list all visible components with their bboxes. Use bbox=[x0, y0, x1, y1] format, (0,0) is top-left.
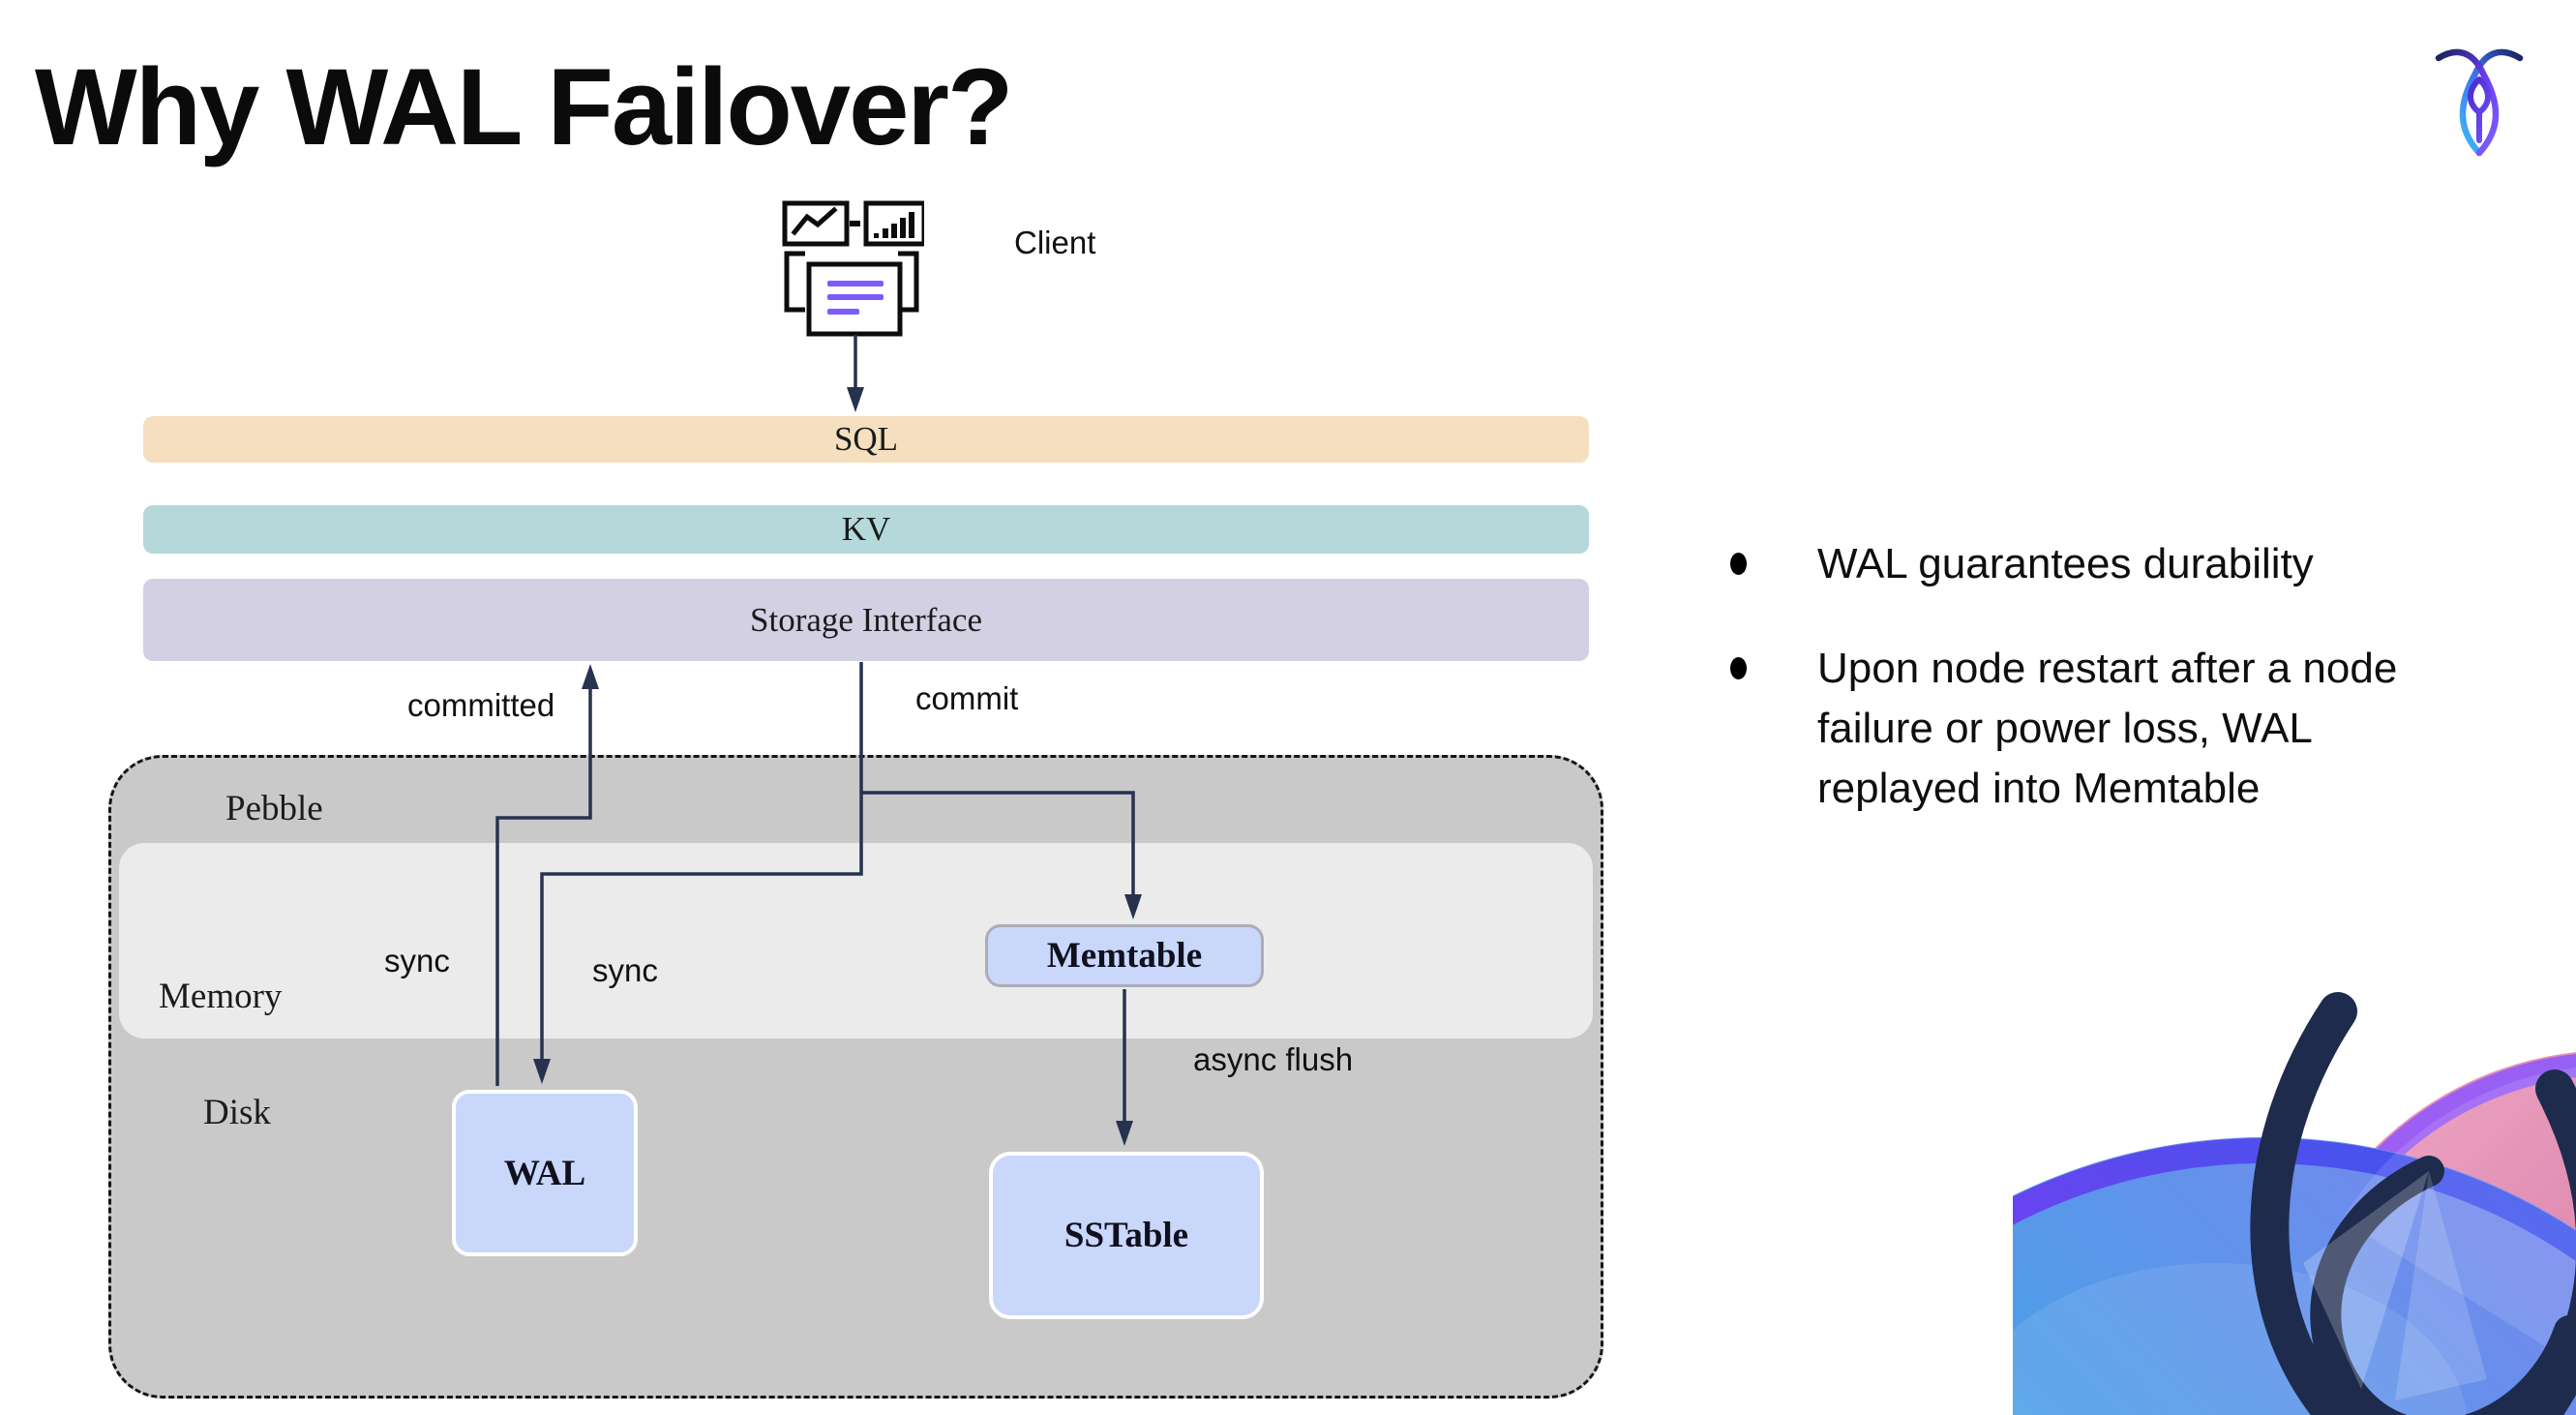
bullet-item: WAL guarantees durability bbox=[1705, 534, 2479, 594]
bar-chart-icon bbox=[863, 200, 924, 247]
layer-sql: SQL bbox=[143, 416, 1589, 463]
wal-label: WAL bbox=[503, 1153, 586, 1193]
document-icon bbox=[784, 251, 919, 337]
layer-storage-interface: Storage Interface bbox=[143, 579, 1589, 661]
client-label: Client bbox=[1014, 225, 1096, 260]
async-flush-label: async flush bbox=[1193, 1041, 1354, 1077]
page-title: Why WAL Failover? bbox=[35, 46, 1013, 167]
layer-storage-label: Storage Interface bbox=[750, 600, 982, 639]
sstable-label: SSTable bbox=[1063, 1216, 1189, 1255]
commit-label: commit bbox=[915, 680, 1019, 716]
arrowhead-committed bbox=[582, 664, 599, 689]
bullet-list: WAL guarantees durability Upon node rest… bbox=[1705, 534, 2479, 863]
client-icon bbox=[782, 200, 924, 337]
wal-node: WAL bbox=[452, 1090, 638, 1256]
brand-corner-art-icon bbox=[2013, 992, 2576, 1415]
layer-kv: KV bbox=[143, 505, 1589, 554]
cockroach-logo-icon bbox=[2435, 48, 2524, 157]
pebble-label: Pebble bbox=[225, 789, 323, 828]
arrowhead-sql bbox=[847, 387, 864, 412]
dash-connector bbox=[850, 221, 860, 226]
bullet-item: Upon node restart after a node failure o… bbox=[1705, 639, 2479, 819]
committed-label: committed bbox=[407, 687, 555, 723]
memtable-label: Memtable bbox=[1046, 936, 1203, 976]
disk-label: Disk bbox=[203, 1093, 271, 1132]
memtable-node: Memtable bbox=[985, 924, 1264, 987]
sstable-node: SSTable bbox=[989, 1152, 1264, 1319]
layer-sql-label: SQL bbox=[833, 420, 899, 458]
line-chart-icon bbox=[782, 200, 850, 247]
memory-label: Memory bbox=[159, 977, 283, 1016]
pebble-container bbox=[108, 755, 1603, 1399]
sync-right-label: sync bbox=[592, 952, 658, 988]
memory-region bbox=[119, 843, 1593, 1039]
layer-kv-label: KV bbox=[841, 510, 891, 548]
sync-left-label: sync bbox=[384, 943, 450, 978]
